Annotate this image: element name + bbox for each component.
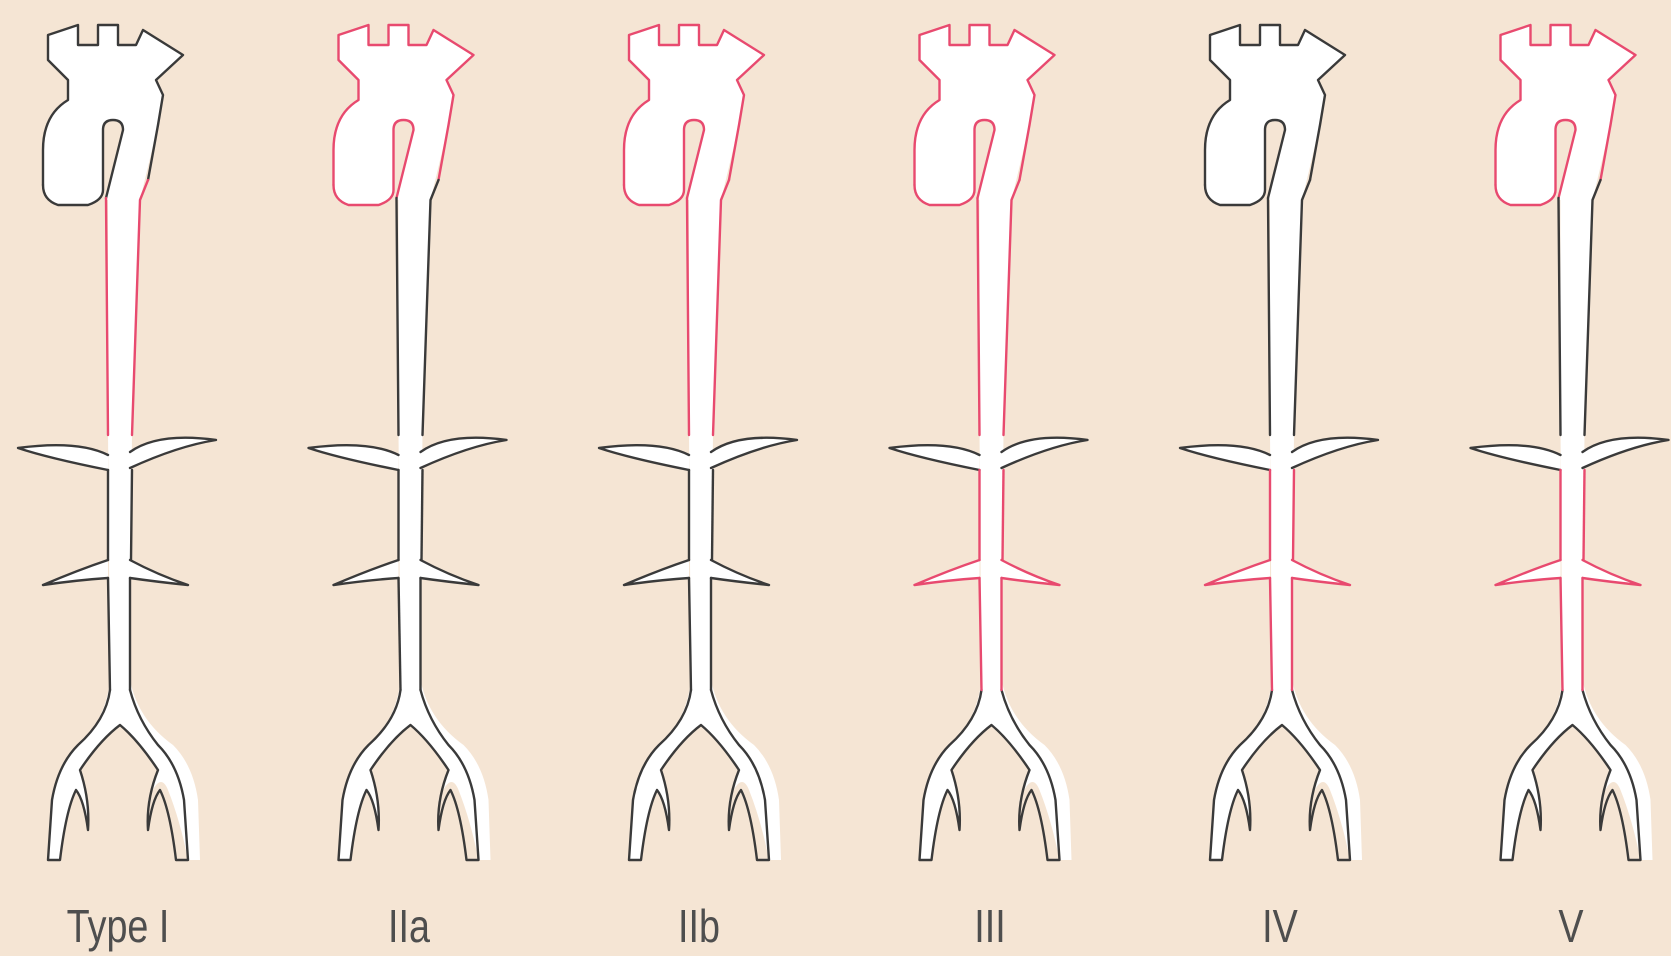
vessel-lumen xyxy=(339,680,491,860)
vessel-lumen xyxy=(624,25,764,205)
panel-label: IIb xyxy=(625,896,773,956)
vessel-lumen xyxy=(108,200,140,690)
vessel-lumen xyxy=(43,25,183,205)
vessel-outline-involved xyxy=(1003,470,1004,560)
vessel-outline-normal xyxy=(1559,198,1561,435)
vessel-lumen xyxy=(980,200,1012,690)
panel-label: III xyxy=(916,896,1064,956)
vessel-lumen xyxy=(1561,200,1593,690)
panel-label: Type I xyxy=(44,896,192,956)
vessel-outline-normal xyxy=(712,470,713,560)
panel-label: IIa xyxy=(335,896,483,956)
vessel-lumen xyxy=(689,200,721,690)
vessel-outline-involved xyxy=(978,198,980,435)
vessel-lumen xyxy=(920,680,1072,860)
aorta-panel xyxy=(18,25,216,860)
vessel-outline-normal xyxy=(131,470,132,560)
aorta-panel xyxy=(309,25,507,860)
vessel-outline-normal xyxy=(397,198,399,435)
aorta-panel xyxy=(890,25,1088,860)
vessel-lumen xyxy=(399,200,431,690)
panel-label: V xyxy=(1497,896,1645,956)
vessel-lumen xyxy=(1501,680,1653,860)
vessel-lumen xyxy=(915,25,1055,205)
vessel-lumen xyxy=(1210,680,1362,860)
vessel-lumen xyxy=(334,25,474,205)
aorta-panel xyxy=(599,25,797,860)
vessel-outline-involved xyxy=(1584,470,1585,560)
aorta-panel xyxy=(1471,25,1669,860)
vessel-outline-normal xyxy=(1268,198,1270,435)
panel-label: IV xyxy=(1206,896,1354,956)
vessel-lumen xyxy=(629,680,781,860)
vessel-outline-involved xyxy=(687,198,689,435)
vessel-outline-involved xyxy=(1293,470,1294,560)
vessel-lumen xyxy=(1270,200,1302,690)
vessel-outline-normal xyxy=(422,470,423,560)
aorta-panel xyxy=(1180,25,1378,860)
vessel-lumen xyxy=(1496,25,1636,205)
vessel-lumen xyxy=(48,680,200,860)
vessel-lumen xyxy=(1205,25,1345,205)
vessel-outline-involved xyxy=(106,198,108,435)
